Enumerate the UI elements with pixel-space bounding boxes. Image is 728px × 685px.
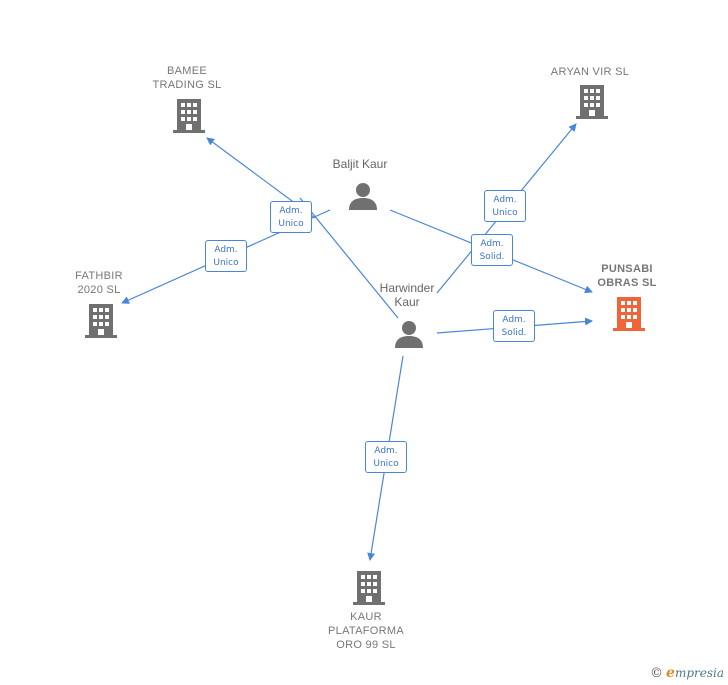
company-name-line: OBRAS SL	[597, 277, 657, 289]
relation-role: Adm.	[279, 206, 303, 216]
brand-name: mpresia	[674, 666, 724, 680]
relation-role: Adm.	[493, 195, 517, 205]
building-icon-kaur[interactable]	[353, 571, 385, 605]
relation-type: Solid.	[479, 252, 505, 262]
person-label-baljit[interactable]: Baljit Kaur	[333, 157, 388, 171]
company-name-line: BAMEE	[166, 65, 208, 77]
relation-box-harwinder-aryan[interactable]: Adm. Unico	[484, 190, 526, 222]
company-label-aryan[interactable]: ARYAN VIR SL	[551, 65, 629, 79]
company-label-kaur[interactable]: KAUR PLATAFORMA ORO 99 SL	[328, 610, 404, 652]
company-label-fathbir[interactable]: FATHBIR 2020 SL	[75, 269, 123, 297]
person-label-harwinder[interactable]: Harwinder Kaur	[380, 281, 435, 309]
building-icon-punsabi[interactable]	[613, 297, 645, 331]
company-name-line: 2020 SL	[77, 284, 121, 296]
relation-type: Unico	[278, 219, 304, 229]
copyright-icon: ©	[650, 666, 664, 681]
company-name-line: TRADING SL	[152, 79, 222, 91]
person-name-line: Kaur	[394, 295, 420, 309]
company-name-line: PLATAFORMA	[328, 625, 404, 637]
relation-type: Unico	[213, 258, 239, 268]
relation-role: Adm.	[214, 245, 238, 255]
relation-type: Unico	[373, 459, 399, 469]
brand-initial: e	[666, 665, 675, 681]
company-name-line: PUNSABI	[601, 263, 653, 275]
building-icon-fathbir[interactable]	[85, 304, 117, 338]
building-icon-aryan[interactable]	[576, 85, 608, 119]
company-name-line: FATHBIR	[75, 270, 123, 282]
company-name-line: ORO 99 SL	[336, 639, 396, 651]
relation-box-harwinder-punsabi[interactable]: Adm. Solid.	[493, 310, 535, 342]
edge-baljit-harwinder	[299, 197, 399, 319]
relation-box-harwinder-kaur[interactable]: Adm. Unico	[365, 441, 407, 473]
relation-type: Solid.	[501, 328, 527, 338]
person-icon-harwinder[interactable]	[394, 319, 424, 349]
relation-role: Adm.	[502, 315, 526, 325]
company-label-punsabi[interactable]: PUNSABI OBRAS SL	[597, 262, 656, 290]
company-name-line: ARYAN VIR SL	[550, 66, 630, 78]
company-label-bamee[interactable]: BAMEE TRADING SL	[152, 64, 221, 92]
empresia-copyright[interactable]: ©empresia	[650, 665, 724, 681]
person-name-line: Harwinder	[379, 281, 435, 295]
building-icon-bamee[interactable]	[173, 99, 205, 133]
relation-role: Adm.	[374, 446, 398, 456]
relation-box-baljit-fathbir[interactable]: Adm. Unico	[205, 240, 247, 272]
relation-box-baljit-punsabi[interactable]: Adm. Solid.	[471, 234, 513, 266]
relation-box-baljit-bamee[interactable]: Adm. Unico	[270, 201, 312, 233]
relation-type: Unico	[492, 208, 518, 218]
relation-role: Adm.	[480, 239, 504, 249]
person-name: Baljit Kaur	[332, 157, 388, 171]
person-icon-baljit[interactable]	[348, 181, 378, 211]
company-name-line: KAUR	[350, 611, 382, 623]
